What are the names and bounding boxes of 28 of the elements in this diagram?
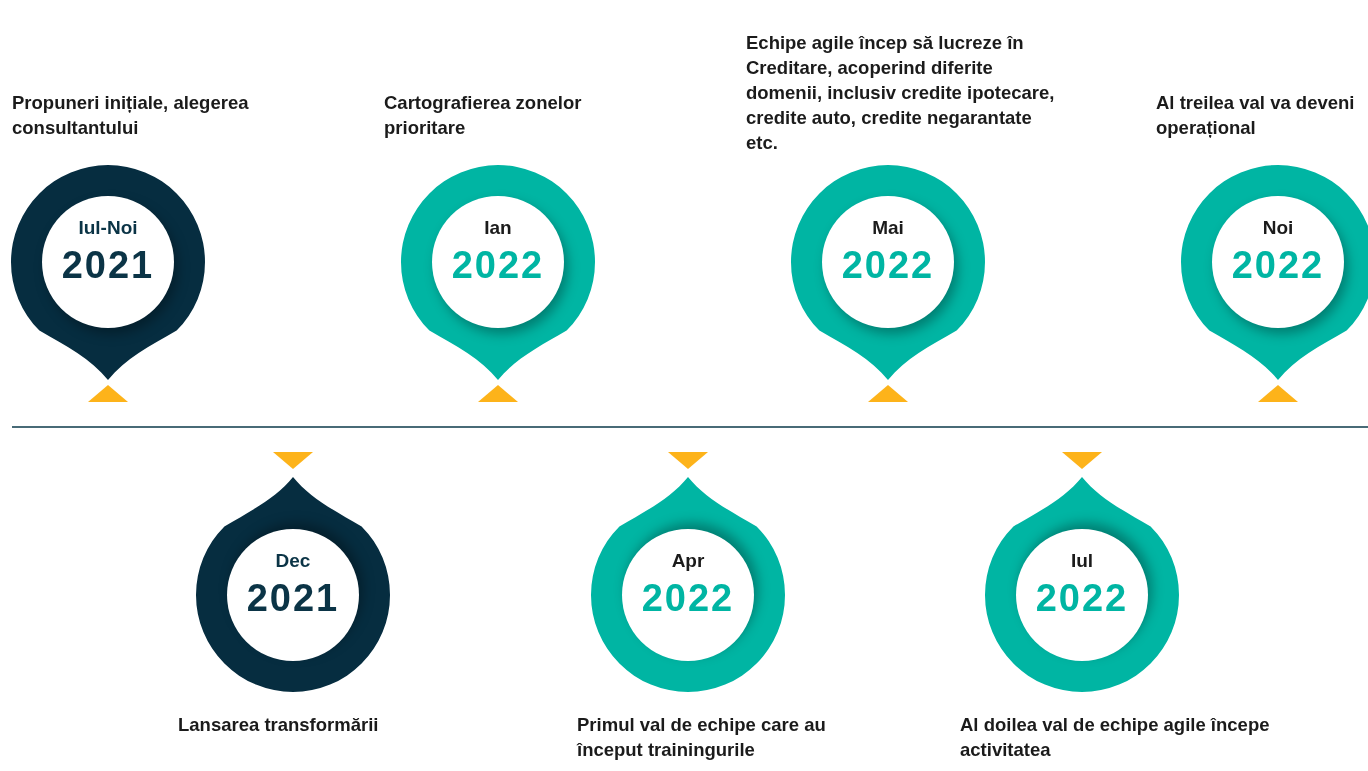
milestone-description: Propuneri inițiale, alegerea consultantului <box>12 91 250 140</box>
milestone-description: Al doilea val de echipe agile începe activitatea <box>960 713 1270 762</box>
year-label: 2022 <box>450 244 546 287</box>
month-label: Iul <box>1069 550 1095 572</box>
map-pin <box>401 165 595 380</box>
month-label: Dec <box>274 550 312 572</box>
month-label: Ian <box>483 217 513 239</box>
month-label: Apr <box>670 550 706 572</box>
year-label: 2022 <box>640 577 736 620</box>
milestone-description: Cartografierea zonelor prioritare <box>384 91 583 140</box>
month-label: Mai <box>871 217 905 239</box>
year-label: 2022 <box>840 244 936 287</box>
milestone-description: Echipe agile încep să lucreze în Creditare, acoperind diferite domenii, inclusiv credite ipotecare, credite auto, credite negarantate etc. <box>746 31 1056 155</box>
year-label: 2021 <box>60 244 156 287</box>
year-label: 2022 <box>1230 244 1326 287</box>
year-label: 2021 <box>245 577 341 620</box>
map-pin <box>196 477 390 692</box>
milestone-description: Lansarea transformării <box>178 713 380 737</box>
year-label: 2022 <box>1034 577 1130 620</box>
milestone-description: Al treilea val va deveni operațional <box>1156 91 1356 140</box>
month-label: Noi <box>1261 217 1295 239</box>
map-pin <box>591 477 785 692</box>
month-label: Iul-Noi <box>77 217 139 239</box>
map-pin <box>11 165 205 380</box>
map-pin <box>1181 165 1368 380</box>
milestone-description: Primul val de echipe care au început trainingurile <box>577 713 827 762</box>
map-pin <box>791 165 985 380</box>
map-pin <box>985 477 1179 692</box>
